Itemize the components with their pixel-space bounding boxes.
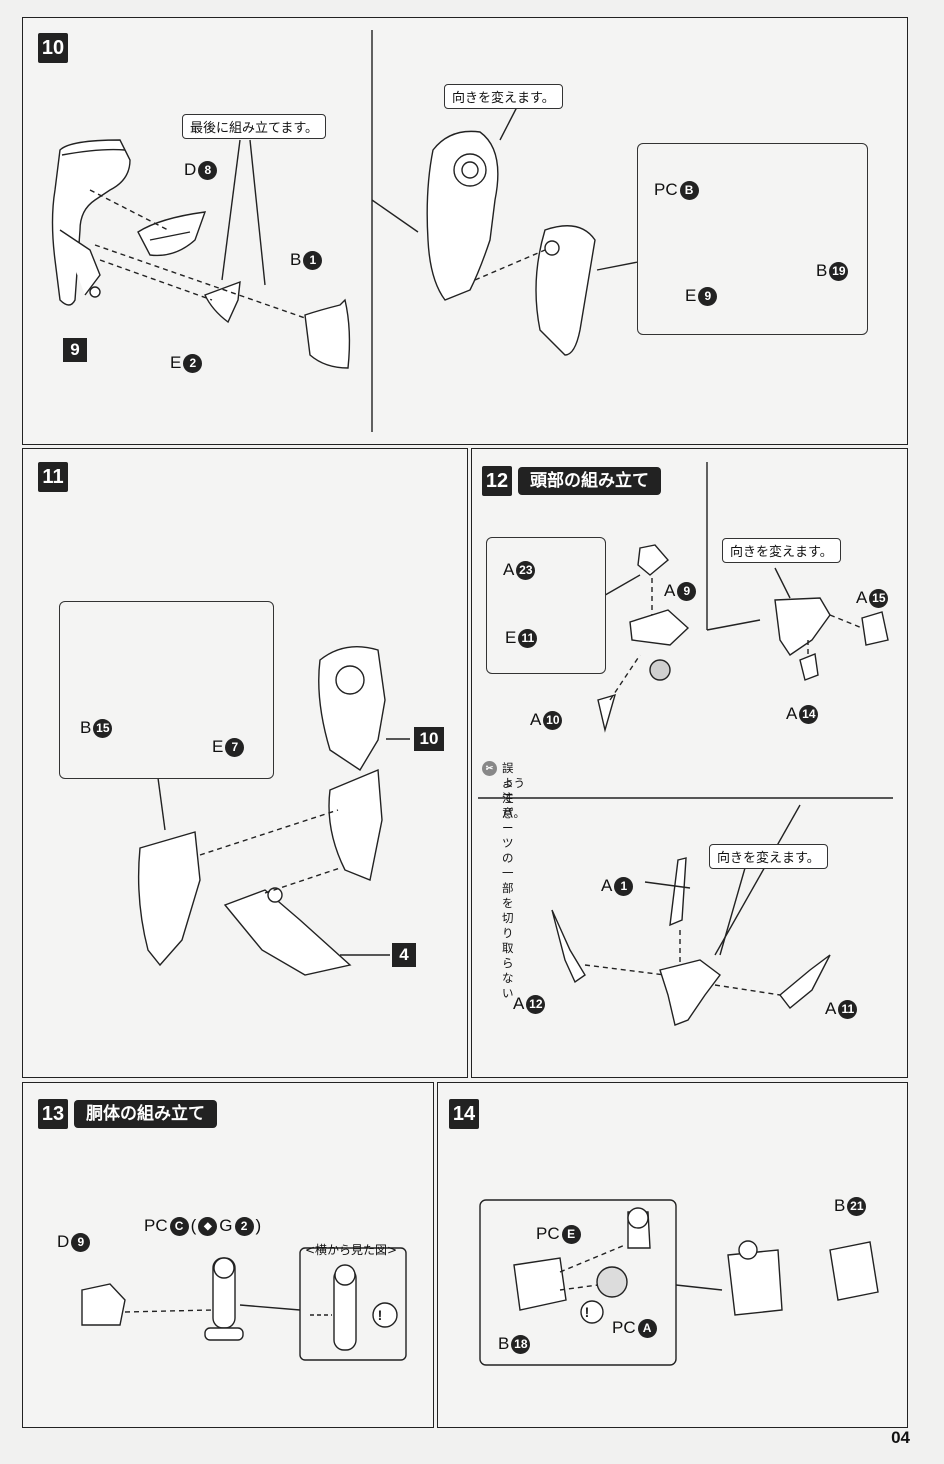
caution-icon: ✂	[482, 761, 497, 776]
part-number-badge: 9	[71, 1232, 91, 1252]
caution-text-line1: 誤ってパーツの一部を切り取らない	[502, 761, 514, 1000]
part-number-badge: 1	[614, 876, 634, 896]
part-number-badge: 21	[847, 1196, 867, 1216]
alt-part-letter: G	[219, 1216, 233, 1235]
subassembly-ref-10: 10	[414, 727, 444, 751]
alt-close-paren: )	[255, 1216, 262, 1235]
page-number: 04	[891, 1428, 910, 1447]
callout-turn-orientation-head: 向きを変えます。	[722, 538, 841, 563]
part-letter: B	[498, 1334, 510, 1353]
part-label-a14: A 14	[786, 704, 819, 724]
callout-turn-orientation: 向きを変えます。	[444, 84, 563, 109]
part-number-badge: B	[679, 180, 699, 200]
part-number-badge: 18	[511, 1334, 531, 1354]
part-number-badge: E	[561, 1224, 581, 1244]
part-label-b15: B 15	[80, 718, 113, 738]
part-letter: B	[80, 718, 92, 737]
callout-assemble-last: 最後に組み立てます。	[182, 114, 327, 139]
part-label-e7: E 7	[212, 737, 245, 757]
part-letter: A	[513, 994, 525, 1013]
part-label-d8: D 8	[184, 160, 218, 180]
part-letter: A	[786, 704, 798, 723]
part-number-badge: 15	[93, 718, 113, 738]
part-letter: A	[664, 581, 676, 600]
inset-detail-box	[59, 601, 274, 779]
part-letter: D	[57, 1232, 70, 1251]
part-label-a9: A 9	[664, 581, 697, 601]
step-13-title: 胴体の組み立て	[74, 1100, 217, 1128]
callout-turn-orientation-lower: 向きを変えます。	[709, 844, 828, 869]
part-label-pce: PC E	[536, 1224, 581, 1244]
step-12-title: 頭部の組み立て	[518, 467, 661, 495]
part-label-a11: A 11	[825, 999, 858, 1019]
part-label-e9: E 9	[685, 286, 718, 306]
caution-text-line2: よう注意。	[502, 776, 525, 820]
part-letter: E	[505, 628, 517, 647]
part-number-badge: 10	[543, 710, 563, 730]
part-number-badge: 8	[198, 160, 218, 180]
step-13-number: 13	[38, 1099, 68, 1129]
part-number-badge: 2	[234, 1216, 254, 1236]
step-11-number: 11	[38, 462, 68, 492]
part-letter: A	[530, 710, 542, 729]
step-14-number: 14	[449, 1099, 479, 1129]
inset-detail-box	[486, 537, 606, 674]
part-letter: PC	[144, 1216, 168, 1235]
part-number-badge: 9	[677, 581, 697, 601]
part-number-badge: 1	[303, 250, 323, 270]
part-letter: PC	[654, 180, 678, 199]
part-label-a15: A 15	[856, 588, 889, 608]
part-label-b1: B 1	[290, 250, 323, 270]
inset-detail-box	[637, 143, 868, 335]
part-letter: B	[816, 261, 828, 280]
subassembly-ref-4: 4	[392, 943, 416, 967]
step-10-number: 10	[38, 33, 68, 63]
part-number-badge: 23	[516, 560, 536, 580]
part-label-e2: E 2	[170, 353, 203, 373]
part-number-badge: 15	[869, 588, 889, 608]
part-label-e11: E 11	[505, 628, 538, 648]
part-label-b21: B 21	[834, 1196, 867, 1216]
part-letter: D	[184, 160, 197, 179]
part-number-badge: 2	[183, 353, 203, 373]
part-letter: PC	[612, 1318, 636, 1337]
part-label-pcb: PC B	[654, 180, 699, 200]
part-letter: A	[601, 876, 613, 895]
part-number-badge: A	[637, 1318, 657, 1338]
step-14-panel	[437, 1082, 908, 1428]
part-letter: E	[212, 737, 224, 756]
part-label-pca: PC A	[612, 1318, 657, 1338]
part-label-a12: A 12	[513, 994, 546, 1014]
part-number-badge: 11	[518, 628, 538, 648]
alt-open-paren: (	[190, 1216, 197, 1235]
part-number-badge: 7	[225, 737, 245, 757]
part-letter: B	[290, 250, 302, 269]
part-letter: A	[825, 999, 837, 1018]
part-label-b18: B 18	[498, 1334, 531, 1354]
part-label-a1: A 1	[601, 876, 634, 896]
part-letter: A	[856, 588, 868, 607]
part-label-a23: A 23	[503, 560, 536, 580]
part-letter: B	[834, 1196, 846, 1215]
part-label-d9: D 9	[57, 1232, 91, 1252]
part-letter: E	[685, 286, 697, 305]
step-12-number: 12	[482, 466, 512, 496]
side-view-header: <横から見た図>	[305, 1243, 398, 1257]
part-letter: PC	[536, 1224, 560, 1243]
part-number-badge: 9	[698, 286, 718, 306]
part-label-pcc: PC C ( ◆ G 2 )	[144, 1216, 261, 1236]
part-number-badge: C	[169, 1216, 189, 1236]
part-number-badge: 12	[526, 994, 546, 1014]
part-label-b19: B 19	[816, 261, 849, 281]
subassembly-ref-9: 9	[63, 338, 87, 362]
part-number-badge: 14	[799, 704, 819, 724]
part-number-badge: 19	[829, 261, 849, 281]
part-letter: A	[503, 560, 515, 579]
part-label-a10: A 10	[530, 710, 563, 730]
alternate-part-icon: ◆	[198, 1216, 218, 1236]
part-number-badge: 11	[838, 999, 858, 1019]
part-letter: E	[170, 353, 182, 372]
